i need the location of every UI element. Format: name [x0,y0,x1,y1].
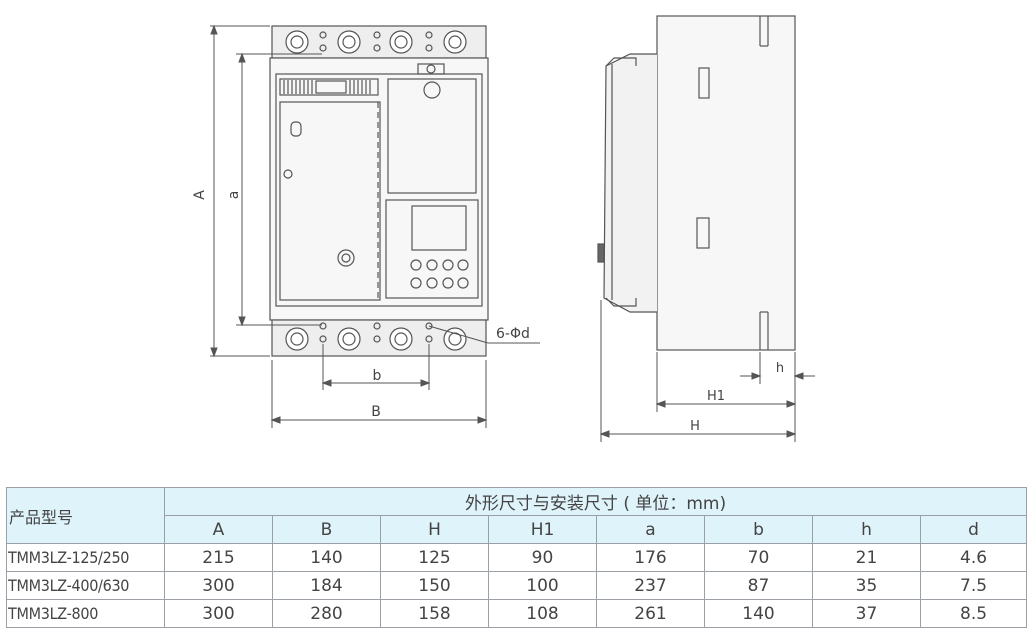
value-cell: 4.6 [919,543,1028,572]
dim-label-a: a [226,191,242,200]
value-cell: 300 [164,571,273,600]
control-buttons [410,259,469,289]
model-cell: TMM3LZ-800 [6,599,165,628]
model-cell: TMM3LZ-125/250 [6,543,165,572]
spec-table: 产品型号 外形尺寸与安装尺寸 ( 单位：mm) A B H H1 a b h d… [6,487,1028,628]
front-dimensions [210,24,540,428]
table-header-row: 产品型号 外形尺寸与安装尺寸 ( 单位：mm) [6,487,1028,544]
value-cell: 8.5 [919,599,1028,628]
side-view [597,15,796,351]
dimension-drawing: A a b B 6-Φd h H1 H [192,15,815,442]
dim-label-b: b [373,368,382,384]
value-cell: 280 [272,599,381,628]
dim-label-H1: H1 [707,389,725,404]
side-dimensions [599,300,815,442]
column-header: B [272,515,381,544]
dim-label-B: B [371,404,381,420]
value-cell: 90 [488,543,597,572]
value-cell: 150 [380,571,489,600]
dim-label-H: H [690,419,700,434]
dim-label-A: A [192,190,208,200]
column-header: A [164,515,273,544]
model-cell: TMM3LZ-400/630 [6,571,165,600]
column-header: H [380,515,489,544]
table-row: TMM3LZ-400/630 300 184 150 100 237 87 35… [6,571,1028,600]
value-cell: 215 [164,543,273,572]
dim-label-hole: 6-Φd [496,326,530,342]
bottom-terminals [285,322,467,351]
dim-label-h: h [776,361,784,376]
value-cell: 184 [272,571,381,600]
value-cell: 140 [704,599,813,628]
top-terminals [285,30,467,54]
column-header: H1 [488,515,597,544]
value-cell: 21 [812,543,921,572]
column-header: b [704,515,813,544]
group-header: 外形尺寸与安装尺寸 ( 单位：mm) [163,487,1028,516]
value-cell: 300 [164,599,273,628]
column-header: d [919,515,1028,544]
model-header: 产品型号 [6,487,165,544]
value-cell: 35 [812,571,921,600]
value-cell: 261 [596,599,705,628]
value-cell: 158 [380,599,489,628]
value-cell: 100 [488,571,597,600]
value-cell: 176 [596,543,705,572]
table-row: TMM3LZ-800 300 280 158 108 261 140 37 8.… [6,599,1028,628]
column-header: h [812,515,921,544]
value-cell: 7.5 [919,571,1028,600]
value-cell: 125 [380,543,489,572]
value-cell: 108 [488,599,597,628]
table-row: TMM3LZ-125/250 215 140 125 90 176 70 21 … [6,543,1028,572]
value-cell: 87 [704,571,813,600]
table-column-row: A B H H1 a b h d [7,515,1028,544]
value-cell: 237 [596,571,705,600]
column-header: a [596,515,705,544]
value-cell: 37 [812,599,921,628]
value-cell: 70 [704,543,813,572]
value-cell: 140 [272,543,381,572]
front-view [269,25,489,357]
